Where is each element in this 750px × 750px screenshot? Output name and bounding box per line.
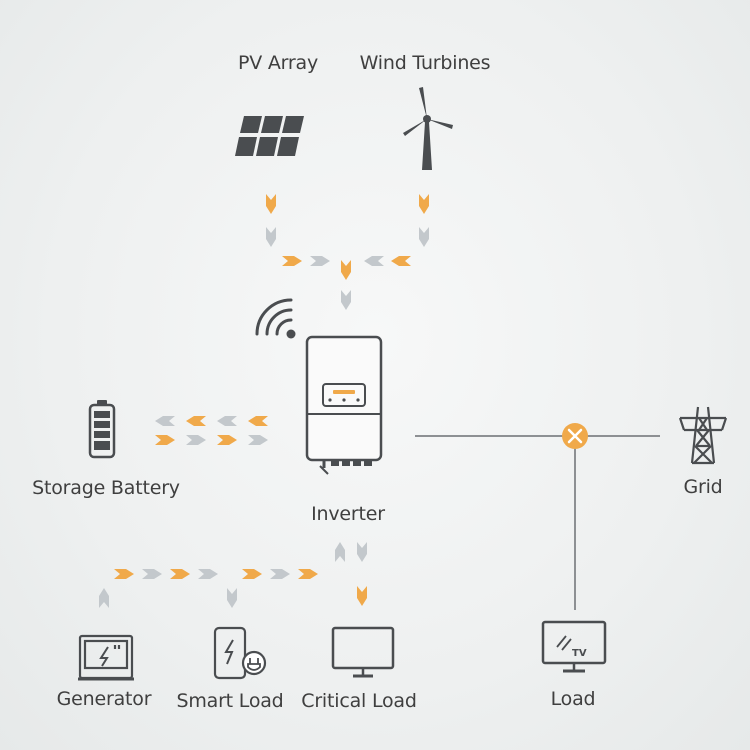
- pv-array-label: PV Array: [237, 52, 319, 74]
- battery-arrows: [155, 416, 268, 445]
- transmission-tower-icon: [678, 406, 728, 465]
- tv-icon: TV: [541, 620, 607, 673]
- junction-x-icon: [562, 423, 588, 449]
- wind-turbines-label: Wind Turbines: [359, 52, 491, 74]
- monitor-icon: [331, 626, 395, 678]
- inverter-icon: [305, 335, 383, 475]
- wind-down-arrows: [419, 194, 429, 247]
- inverter-bus-arrows: [335, 542, 367, 562]
- wind-turbine-icon: [403, 87, 453, 170]
- bottom-bus-arrows: [99, 569, 367, 608]
- top-merge-arrows: [282, 256, 411, 310]
- tv-icon-text: TV: [572, 648, 587, 659]
- grid-connection-lines: [415, 435, 660, 610]
- wifi-icon: [255, 298, 296, 339]
- inverter-label: Inverter: [311, 503, 385, 525]
- smart-load-icon: [213, 626, 267, 680]
- solar-panel-icon: [235, 116, 304, 156]
- generator-label: Generator: [56, 688, 152, 710]
- load-label: Load: [550, 688, 596, 710]
- smart-load-label: Smart Load: [176, 690, 284, 712]
- grid-label: Grid: [683, 476, 723, 498]
- generator-icon: [78, 634, 134, 681]
- storage-battery-label: Storage Battery: [32, 477, 180, 499]
- battery-icon: [88, 400, 116, 459]
- critical-load-label: Critical Load: [301, 690, 417, 712]
- pv-down-arrows: [266, 194, 276, 247]
